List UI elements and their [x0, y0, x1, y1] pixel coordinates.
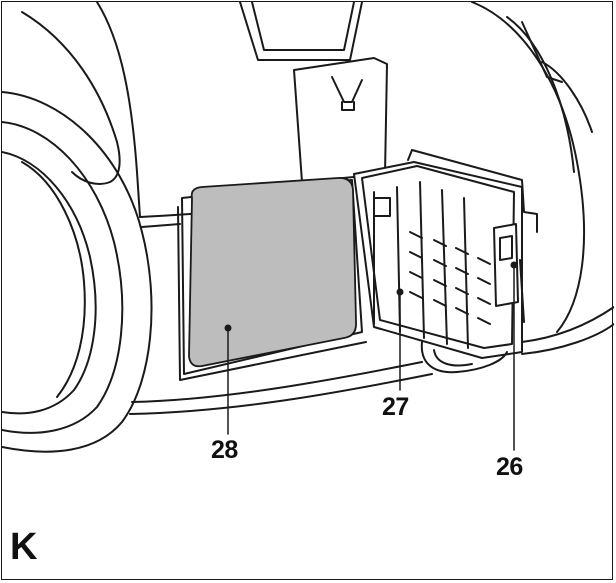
- vacuum-body: [21, 2, 614, 415]
- leader-dots: [224, 261, 518, 332]
- filter-pad: [188, 177, 357, 368]
- frame-latch: [493, 223, 525, 323]
- leader-lines: [227, 264, 515, 451]
- figure-label: K: [10, 526, 38, 568]
- leader-dot-26: [510, 261, 518, 269]
- leader-dot-28: [224, 324, 232, 332]
- rear-wheel: [420, 341, 508, 374]
- leader-dot-27: [396, 288, 404, 296]
- callout-28: 28: [211, 436, 238, 464]
- callout-26: 26: [496, 453, 523, 481]
- callout-27: 27: [382, 393, 409, 421]
- left-wheel: [2, 91, 153, 453]
